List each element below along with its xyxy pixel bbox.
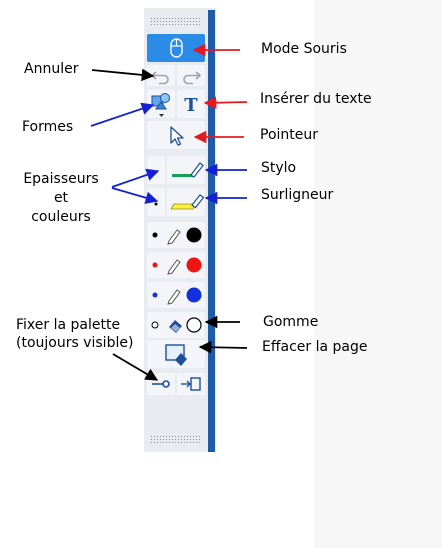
label-surligneur: Surligneur <box>261 187 334 203</box>
stylo-thickness-button[interactable] <box>147 156 165 184</box>
mouse-mode-button[interactable] <box>147 34 205 62</box>
text-icon: T <box>184 95 198 116</box>
pen-icon <box>172 162 204 178</box>
pen-red-button[interactable] <box>147 252 205 278</box>
clear-page-button[interactable] <box>147 340 205 368</box>
tool-palette: T <box>144 8 216 452</box>
label-epaisseurs-line3: couleurs <box>31 209 91 225</box>
label-mode-souris: Mode Souris <box>261 41 347 57</box>
label-pointeur: Pointeur <box>260 127 319 143</box>
label-fixer-line1: Fixer la palette <box>16 317 121 333</box>
shapes-button[interactable] <box>147 90 175 118</box>
palette-rail <box>208 10 215 452</box>
undo-icon <box>150 71 169 85</box>
text-button-glyph: T <box>184 95 198 116</box>
redo-button[interactable] <box>177 65 205 86</box>
clear-page-icon <box>165 344 187 366</box>
label-effacer-page: Effacer la page <box>262 339 368 355</box>
label-stylo: Stylo <box>261 160 297 176</box>
dock-icon <box>181 377 201 391</box>
label-fixer-line2: (toujours visible) <box>16 335 134 351</box>
pointer-icon <box>170 126 184 146</box>
shapes-icon <box>151 93 170 117</box>
pen-blue-icon <box>152 287 202 305</box>
label-annuler: Annuler <box>24 61 79 77</box>
pin-icon <box>152 380 170 388</box>
highlighter-icon <box>170 194 205 210</box>
label-gomme: Gomme <box>263 314 319 330</box>
undo-button[interactable] <box>147 65 175 86</box>
label-epaisseurs-line2: et <box>53 190 69 206</box>
pen-blue-button[interactable] <box>147 282 205 308</box>
dock-palette-button[interactable] <box>177 373 205 395</box>
palette-grip-top[interactable] <box>150 17 200 25</box>
palette-grip-bottom[interactable] <box>150 435 200 443</box>
label-formes: Formes <box>22 119 74 135</box>
background-panel <box>314 0 442 548</box>
eraser-icon <box>151 317 202 333</box>
pin-palette-button[interactable] <box>147 373 175 395</box>
pen-black-icon <box>152 227 202 245</box>
thickness-dot-icon <box>154 202 158 206</box>
label-fixer-palette: Fixer la palette (toujours visible) <box>16 317 133 351</box>
pointer-button[interactable] <box>147 121 205 149</box>
mouse-icon <box>170 38 183 58</box>
insert-text-button[interactable]: T <box>177 90 205 118</box>
pen-red-icon <box>152 257 202 275</box>
label-epaisseurs: Epaisseurs et couleurs <box>14 171 108 225</box>
label-inserer-texte: Insérer du texte <box>260 91 372 107</box>
eraser-button[interactable] <box>147 312 205 338</box>
surligneur-thickness-button[interactable] <box>147 188 165 216</box>
stylo-button[interactable] <box>167 156 205 184</box>
redo-icon <box>183 71 202 85</box>
label-epaisseurs-line1: Epaisseurs <box>23 171 99 187</box>
surligneur-button[interactable] <box>167 188 205 216</box>
pen-black-button[interactable] <box>147 222 205 248</box>
thickness-dot-icon <box>154 170 158 174</box>
